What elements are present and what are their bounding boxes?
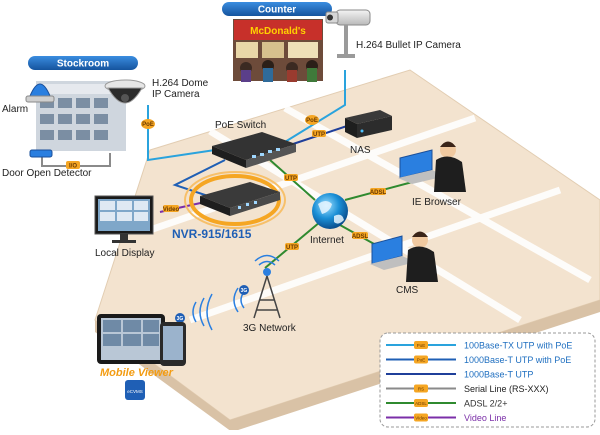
- tag-utp-nas: UTP: [312, 130, 326, 138]
- ie-browser-label: IE Browser: [412, 197, 462, 208]
- internet-globe-icon: [312, 193, 348, 229]
- svg-text:UTP: UTP: [286, 245, 298, 251]
- legend: PoE 100Base-TX UTP with PoE PoE 1000Base-T …: [379, 332, 596, 428]
- poe-switch-icon: [212, 132, 296, 168]
- legend-tag-text: Video: [415, 416, 427, 421]
- legend-item: PoE 1000Base-T UTP with PoE: [386, 355, 571, 365]
- tag-poe-dome: PoE: [141, 119, 155, 129]
- stockroom-area: Stockroom: [28, 56, 138, 153]
- bullet-camera-label: H.264 Bullet IP Camera: [356, 40, 461, 51]
- cms-person-icon: [370, 231, 438, 282]
- legend-item: Video Video Line: [386, 413, 506, 423]
- svg-text:I/O: I/O: [69, 164, 77, 170]
- counter-photo: McDonald's: [231, 17, 325, 83]
- tower-3g-icon: [233, 254, 281, 319]
- legend-label: 1000Base-T UTP: [464, 370, 533, 380]
- legend-label: Video Line: [464, 413, 506, 423]
- tag-io-door: I/O: [66, 161, 80, 170]
- network-3g-label: 3G Network: [243, 323, 297, 334]
- tag-adsl-cms: ADSL: [352, 232, 369, 240]
- svg-text:3G: 3G: [177, 316, 184, 322]
- svg-text:PoE: PoE: [306, 118, 318, 124]
- legend-item: 1000Base-T UTP: [386, 370, 533, 380]
- nas-icon: [345, 110, 392, 138]
- tag-utp-switch: UTP: [284, 174, 298, 182]
- mobile-devices-icon: [97, 314, 186, 366]
- counter-title: Counter: [258, 5, 296, 16]
- nas-label: NAS: [350, 145, 371, 156]
- tag-video: Video: [163, 205, 180, 213]
- svg-text:3G: 3G: [241, 288, 248, 294]
- legend-label: Serial Line (RS-XXX): [464, 384, 549, 394]
- mobile-viewer-label: Mobile Viewer: [100, 367, 174, 379]
- legend-tag-badge: [414, 341, 428, 349]
- dome-camera-icon: [104, 79, 146, 104]
- legend-tag-text: PoE: [417, 343, 426, 348]
- tag-3g: 3G: [239, 285, 249, 295]
- nvr-icon: [184, 171, 286, 229]
- legend-tag-badge: [414, 413, 428, 422]
- legend-label: ADSL 2/2+: [464, 399, 507, 409]
- svg-text:ADSL: ADSL: [370, 190, 387, 196]
- alarm-label: Alarm: [2, 104, 28, 115]
- legend-tag-badge: [414, 355, 428, 364]
- legend-tag-text: PoE: [417, 358, 426, 363]
- door-detector-label: Door Open Detector: [2, 168, 92, 179]
- svg-text:PoE: PoE: [142, 122, 154, 128]
- nvr-label: NVR-915/1615: [172, 227, 252, 241]
- legend-tag-text: ADSL: [415, 401, 427, 406]
- legend-tag-text: RS: [418, 387, 424, 392]
- tag-utp-3g: UTP: [285, 243, 299, 251]
- internet-label: Internet: [310, 235, 344, 246]
- ecvms-app-icon: eCVMS: [125, 380, 145, 400]
- tag-poe-bullet: PoE: [305, 115, 319, 125]
- legend-item: ADSL ADSL 2/2+: [386, 399, 507, 409]
- line-bullet-camera-poe: [279, 70, 346, 146]
- local-display-icon: [94, 195, 154, 243]
- door-detector-icon: [29, 149, 53, 158]
- dome-camera-label-line2: IP Camera: [152, 89, 200, 100]
- bullet-camera-icon: [325, 9, 371, 58]
- stockroom-pill: [28, 56, 138, 70]
- signal-waves-icon: [192, 293, 213, 331]
- tag-adsl-ie: ADSL: [370, 188, 387, 196]
- svg-text:eCVMS: eCVMS: [127, 389, 143, 394]
- counter-sign-text: McDonald's: [250, 26, 306, 37]
- svg-text:ADSL: ADSL: [352, 234, 369, 240]
- dome-camera-label-line1: H.264 Dome: [152, 78, 209, 89]
- poe-switch-label: PoE Switch: [215, 120, 266, 131]
- stockroom-title: Stockroom: [57, 59, 109, 70]
- legend-item: RS Serial Line (RS-XXX): [386, 384, 549, 394]
- legend-label: 100Base-TX UTP with PoE: [464, 341, 572, 351]
- svg-text:Video: Video: [163, 207, 180, 213]
- legend-label: 1000Base-T UTP with PoE: [464, 355, 571, 365]
- ie-browser-person-icon: [398, 141, 466, 192]
- svg-text:UTP: UTP: [313, 132, 325, 138]
- legend-tag-badge: [414, 399, 428, 407]
- alarm-icon: [25, 83, 55, 103]
- legend-tag-badge: [414, 384, 428, 393]
- cms-label: CMS: [396, 285, 419, 296]
- svg-text:UTP: UTP: [285, 176, 297, 182]
- local-display-label: Local Display: [95, 248, 154, 259]
- legend-item: PoE 100Base-TX UTP with PoE: [386, 341, 572, 351]
- counter-area: Counter McDonald's: [222, 2, 332, 83]
- tag-3g-mobile: 3G: [175, 313, 185, 323]
- counter-pill: [222, 2, 332, 16]
